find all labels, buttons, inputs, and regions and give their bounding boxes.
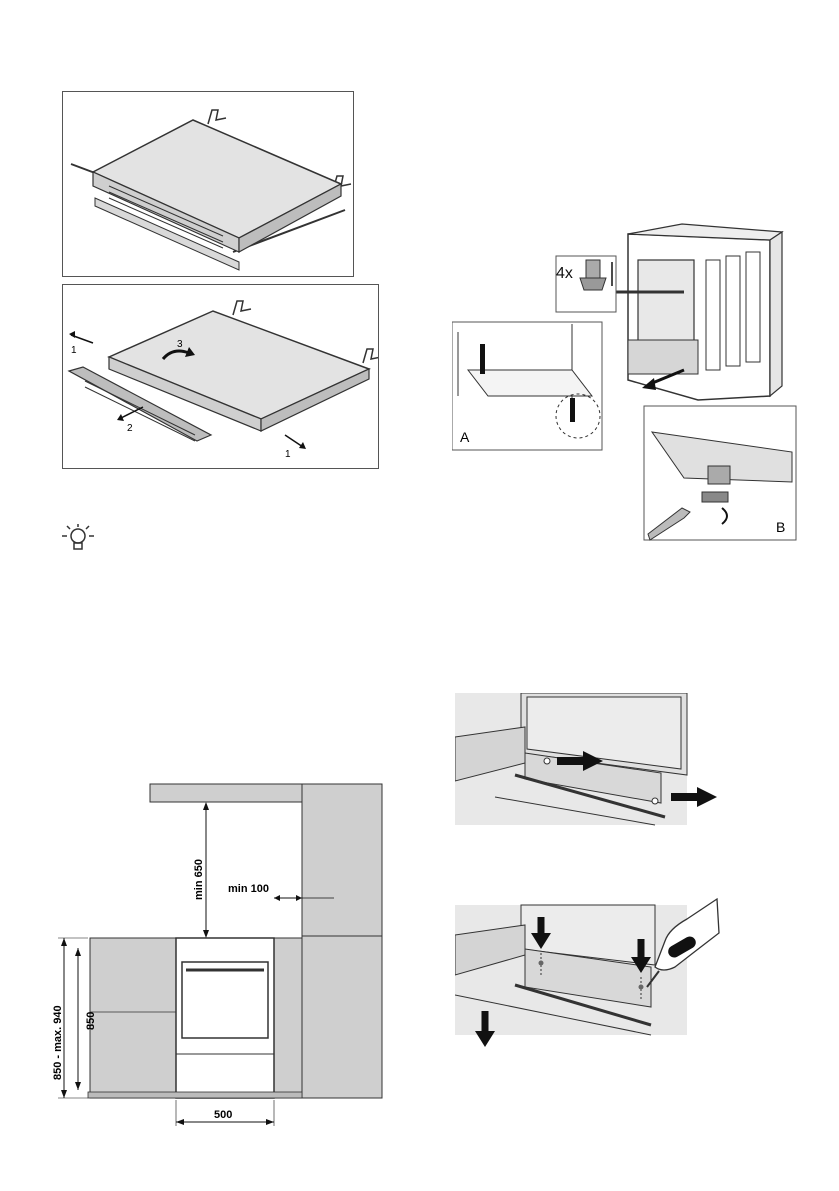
figure-clearances: min 650 min 100 850 - max. 940 850 500 <box>48 780 388 1130</box>
dim-min-650: min 650 <box>193 859 205 900</box>
detail-label-a: A <box>460 429 470 445</box>
dim-width: 500 <box>214 1109 232 1121</box>
step-label-1: 1 <box>71 345 77 356</box>
dim-height: 850 <box>85 1012 97 1030</box>
dim-height-range: 850 - max. 940 <box>52 1005 64 1080</box>
dim-min-100: min 100 <box>228 883 269 895</box>
step-label-3: 3 <box>177 339 183 350</box>
figure-leveling: 4x A B <box>452 220 797 542</box>
step-label-2: 2 <box>127 423 133 434</box>
detail-label-b: B <box>776 519 785 535</box>
figure-drawer-assembled <box>62 91 354 277</box>
figure-plinth-slide <box>455 693 725 833</box>
figure-drawer-removal: 1 1 2 3 <box>62 284 379 469</box>
feet-count: 4x <box>556 265 573 282</box>
figure-plinth-screws <box>455 895 730 1065</box>
lightbulb-icon <box>58 522 98 558</box>
step-label-1b: 1 <box>285 449 291 460</box>
